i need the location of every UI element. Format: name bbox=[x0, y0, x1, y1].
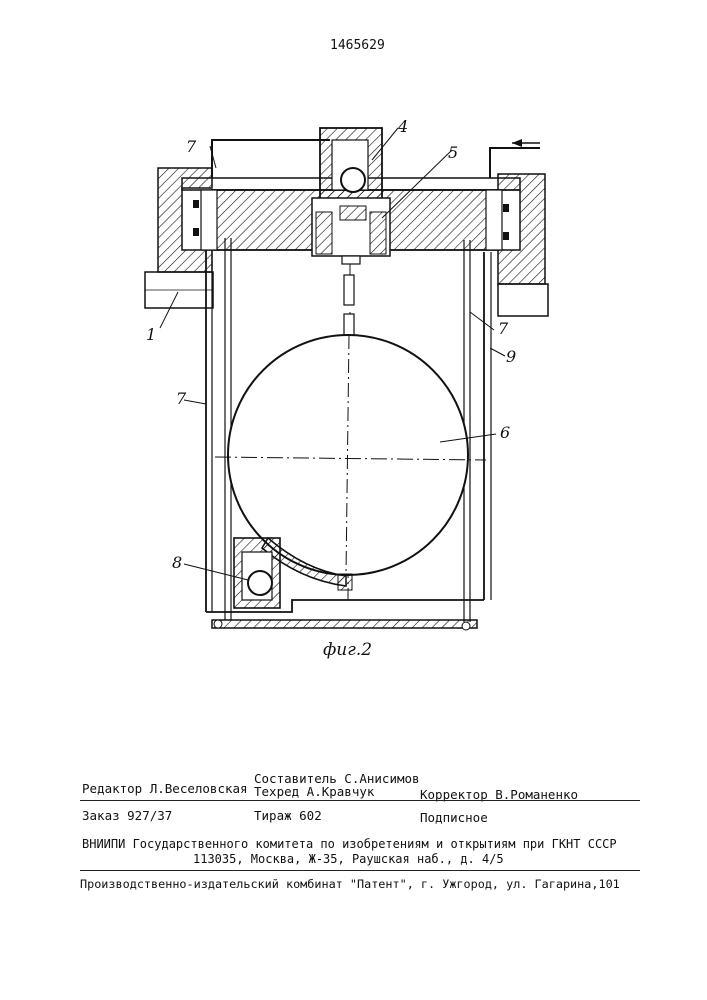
label-7-top: 7 bbox=[186, 137, 197, 156]
supply-pipe-left bbox=[212, 140, 330, 178]
technical-drawing: 7 4 5 1 7 9 6 7 8 фиг.2 bbox=[0, 0, 707, 700]
label-8: 8 bbox=[172, 553, 182, 572]
valve-ball bbox=[341, 168, 365, 192]
label-9: 9 bbox=[506, 347, 516, 366]
editor: Редактор Л.Веселовская bbox=[82, 781, 248, 796]
base-plate bbox=[212, 620, 477, 628]
right-base-rail bbox=[498, 284, 548, 316]
divider-1 bbox=[80, 800, 640, 801]
circulation: Тираж 602 bbox=[254, 808, 322, 823]
label-1: 1 bbox=[146, 325, 156, 344]
label-7-left: 7 bbox=[176, 389, 187, 408]
label-4: 4 bbox=[397, 117, 408, 136]
label-5: 5 bbox=[448, 143, 458, 162]
subscription: Подписное bbox=[420, 810, 488, 825]
lower-ball bbox=[248, 571, 272, 595]
techred: Техред А.Кравчук bbox=[254, 784, 374, 799]
divider-2 bbox=[80, 870, 640, 871]
label-7-right: 7 bbox=[498, 319, 509, 338]
org-line-1: ВНИИПИ Государственного комитета по изоб… bbox=[82, 837, 617, 851]
org-line-2: 113035, Москва, Ж-35, Раушская наб., д. … bbox=[193, 852, 504, 866]
figure-caption: фиг.2 bbox=[323, 640, 372, 660]
publisher: Производственно-издательский комбинат "П… bbox=[80, 877, 620, 891]
order: Заказ 927/37 bbox=[82, 808, 172, 823]
label-6: 6 bbox=[500, 423, 510, 442]
